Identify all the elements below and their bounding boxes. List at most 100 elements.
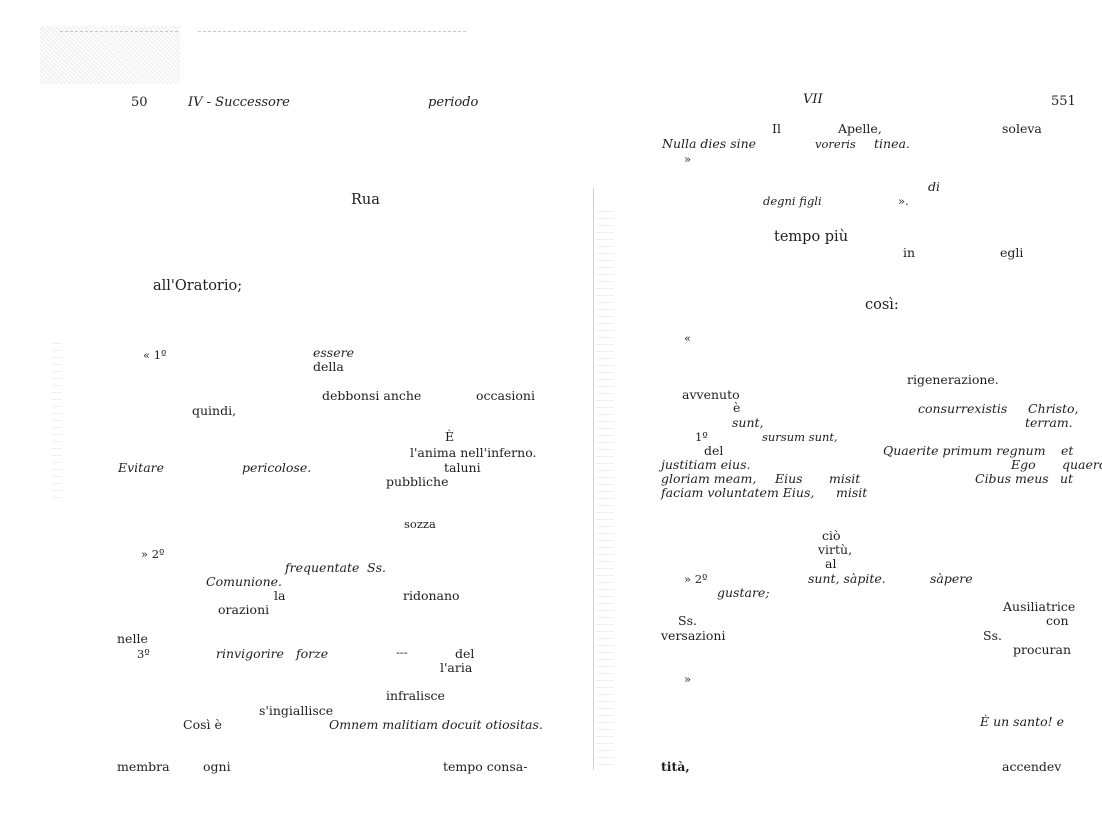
text-line: misit — [836, 485, 868, 500]
page-edge-marks-left — [52, 338, 62, 498]
text-line: infralisce — [386, 688, 445, 703]
text-line: È — [445, 429, 455, 444]
text-line: accendev — [1002, 759, 1062, 774]
text-line: taluni — [444, 460, 481, 475]
text-line: Nulla dies sine — [662, 136, 757, 151]
text-line: nelle — [117, 631, 148, 646]
text-line: Ss. — [678, 613, 697, 628]
scan-line — [60, 31, 178, 32]
list-marker: 1º — [695, 430, 708, 444]
text-line: Ausiliatrice — [1003, 599, 1076, 614]
text-line: è — [733, 400, 741, 415]
text-line: ciò — [822, 528, 841, 543]
text-line: rigenerazione. — [907, 372, 999, 387]
text-line: » — [684, 672, 692, 686]
text-line: s'ingiallisce — [259, 703, 334, 718]
text-line: quaero — [1062, 457, 1102, 472]
text-line: procuran — [1013, 642, 1072, 657]
text-line: « — [684, 331, 692, 345]
text-line: tinea. — [874, 136, 910, 151]
text-line: justitiam eius. — [661, 457, 751, 472]
left-chapter-title: IV - Successore — [188, 95, 290, 110]
text-line: terram. — [1025, 415, 1073, 430]
list-marker: » 2º — [141, 547, 165, 561]
text-line: quindi, — [192, 403, 237, 418]
text-line: sunt, sàpite. — [808, 571, 886, 586]
text-line: ridonano — [403, 588, 460, 603]
text-line: avvenuto — [682, 387, 740, 402]
text-line: essere — [313, 345, 354, 360]
text-line: sursum sunt, — [762, 430, 838, 444]
text-line: occasioni — [476, 388, 535, 403]
text-line: debbonsi anche — [322, 388, 422, 403]
text-line: Omnem malitiam docuit otiositas. — [329, 717, 543, 732]
scan-line — [198, 31, 466, 32]
text-line: pericolose. — [242, 460, 312, 475]
text-line: misit — [829, 471, 861, 486]
text-line: Evitare — [118, 460, 165, 475]
page-edge-marks-right — [596, 205, 614, 765]
text-line: orazioni — [218, 602, 270, 617]
text-line: sunt, — [732, 415, 764, 430]
text-line: ». — [898, 194, 909, 208]
text-line: del — [704, 443, 724, 458]
text-line: gloriam meam, — [661, 471, 757, 486]
text-line: pubbliche — [386, 474, 449, 489]
text-line: Christo, — [1028, 401, 1079, 416]
list-marker: » 2º — [684, 572, 708, 586]
text-line: degni figli — [763, 194, 822, 208]
text-line: faciam voluntatem Eius, — [661, 485, 815, 500]
text-line: egli — [1000, 245, 1024, 260]
text-line: l'anima nell'inferno. — [410, 445, 537, 460]
text-line: Ss. — [983, 628, 1002, 643]
text-line: forze — [296, 646, 329, 661]
text-line: voreris — [815, 137, 856, 151]
text-line: tempo consa- — [443, 759, 528, 774]
text-line: Comunione. — [206, 574, 282, 589]
text-line: con — [1046, 613, 1069, 628]
text-line: Ss. — [367, 560, 386, 575]
text-line: tità, — [661, 759, 690, 774]
text-line: così: — [865, 297, 899, 313]
text-line: l'aria — [440, 660, 473, 675]
text-line: al — [825, 556, 837, 571]
list-marker: 3º — [137, 647, 150, 661]
text-line: la — [274, 588, 286, 603]
text-line: --- — [396, 645, 408, 659]
text-line: et — [1061, 443, 1074, 458]
left-page-number: 50 — [131, 95, 148, 110]
text-line: Ego — [1011, 457, 1036, 472]
text-line: in — [903, 245, 916, 260]
text-line: ogni — [203, 759, 231, 774]
text-line: consurrexistis — [918, 401, 1008, 416]
text-line: virtù, — [818, 542, 853, 557]
text-line: Quaerite primum regnum — [883, 443, 1046, 458]
text-line: ut — [1060, 471, 1074, 486]
scan-noise-top-left — [40, 26, 180, 84]
text-line: » — [684, 152, 692, 166]
text-line: Rua — [351, 192, 380, 208]
text-line: del — [455, 646, 475, 661]
list-marker: « 1º — [143, 348, 167, 362]
text-line: della — [313, 359, 344, 374]
right-page-number: 551 — [1051, 94, 1076, 109]
text-line: sàpere — [930, 571, 973, 586]
text-line: sozza — [404, 517, 436, 531]
text-line: soleva — [1002, 121, 1042, 136]
text-line: Il — [772, 121, 781, 136]
text-line: frequentate — [285, 560, 360, 575]
left-running-word: periodo — [428, 95, 479, 110]
right-chapter-title: VII — [803, 92, 823, 107]
text-line: membra — [117, 759, 170, 774]
text-line: gustare; — [717, 585, 770, 600]
text-line: versazioni — [661, 628, 726, 643]
text-line: all'Oratorio; — [153, 278, 243, 294]
text-line: È un santo! e — [980, 714, 1065, 729]
text-line: di — [928, 179, 940, 194]
text-line: tempo più — [774, 229, 849, 245]
text-line: Cibus meus — [975, 471, 1049, 486]
book-gutter — [593, 188, 594, 770]
text-line: Apelle, — [838, 121, 882, 136]
text-line: Eius — [775, 471, 803, 486]
text-line: rinvigorire — [216, 646, 284, 661]
